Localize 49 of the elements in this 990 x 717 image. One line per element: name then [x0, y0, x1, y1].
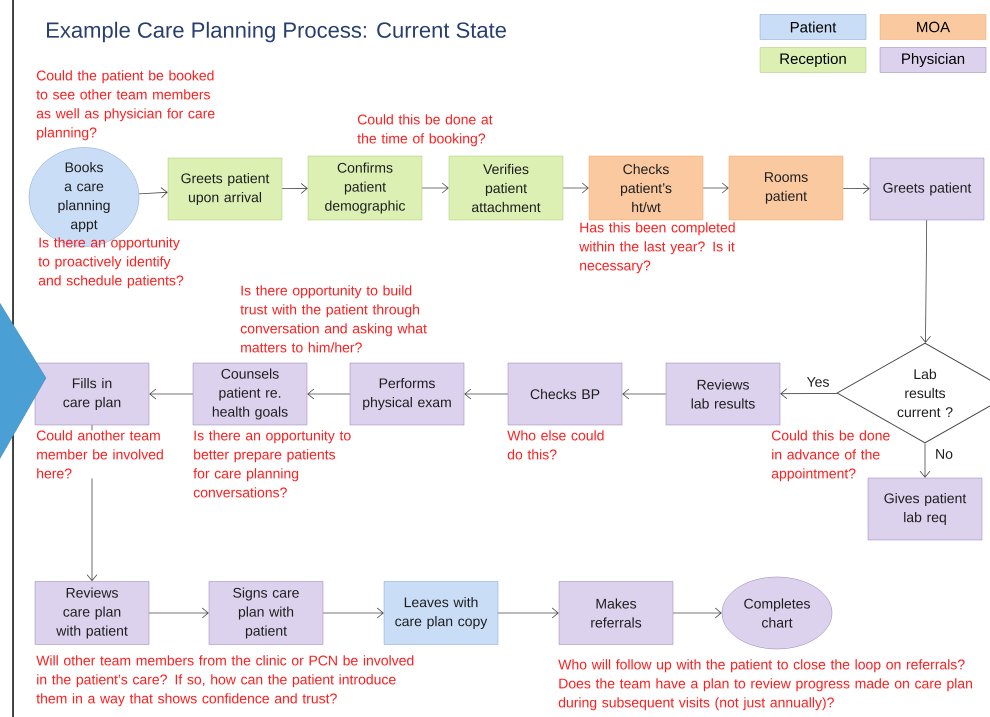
arrow	[920, 443, 930, 478]
arrow	[149, 388, 194, 400]
arrow	[842, 183, 870, 194]
edge-label: Yes	[806, 376, 830, 388]
question-note: Is there an opportunity to better prepare patients for care planning conversations?	[193, 430, 351, 498]
arrow	[148, 608, 209, 618]
process-box: Reviews care plan with patient	[34, 581, 150, 645]
arrow	[282, 183, 308, 194]
process-box: Greets patient upon arrival	[168, 158, 282, 220]
process-box: Checks BP	[508, 362, 622, 426]
arrow	[422, 182, 449, 194]
arrow	[138, 187, 168, 198]
process-box: Leaves with care plan copy	[384, 581, 498, 645]
legend-item: MOA	[880, 14, 986, 40]
arrow	[672, 608, 722, 618]
question-note: Could this be done at the time of booking?	[357, 114, 492, 146]
arrow	[780, 388, 838, 400]
legend-item: Physician	[880, 47, 986, 73]
title: Example Care Planning Process: Current State	[47, 22, 506, 42]
question-note: Is there an opportunity to proactively identify and schedule patients?	[38, 237, 184, 288]
question-note: Will other team members from the clinic or PCN be involved in the patient’s care? If so, how can the patient introduce them in a way that shows confidence and trust?	[36, 655, 414, 706]
process-box: Counsels patient re. health goals	[192, 362, 308, 426]
legend-item: Patient	[760, 14, 866, 40]
process-box: Performs physical exam	[350, 362, 464, 426]
process-box: Gives patient lab req	[868, 478, 982, 540]
question-note: Who will follow up with the patient to close the loop on referrals? Does the team have a plan to review progress made on care plan during subsequent visits (not just annually)?	[558, 659, 972, 710]
arrow	[307, 388, 350, 400]
arrow	[622, 388, 666, 400]
process-box: Confirms patient demographic	[308, 156, 422, 220]
process-box: Reviews lab results	[666, 362, 780, 426]
process-box: Makes referrals	[558, 581, 674, 645]
process-box: Checks patient’s ht/wt	[588, 156, 704, 220]
question-note: Has this been completed within the last year? Is it necessary?	[579, 222, 735, 274]
arrow	[562, 182, 589, 194]
arrow	[464, 388, 508, 400]
arrow	[702, 182, 729, 194]
legend-item: Reception	[760, 47, 866, 73]
question-note: Could another team member be involved here?	[36, 430, 174, 478]
process-box: Rooms patient	[728, 156, 844, 220]
process-box: Fills in care plan	[34, 362, 150, 426]
process-box: Signs care plan with patient	[208, 581, 324, 645]
question-note: Is there opportunity to build trust with the patient through conversation and asking what matters to him/her?	[240, 285, 427, 352]
process-box: Greets patient	[870, 158, 984, 220]
arrow	[322, 608, 384, 618]
arrow	[498, 608, 559, 618]
edge-label: No	[934, 448, 954, 460]
arrow	[920, 220, 931, 343]
question-note: Could the patient be booked to see other team members as well as physician for care planning?	[36, 70, 214, 140]
process-box: Verifies patient attachment	[448, 156, 564, 220]
